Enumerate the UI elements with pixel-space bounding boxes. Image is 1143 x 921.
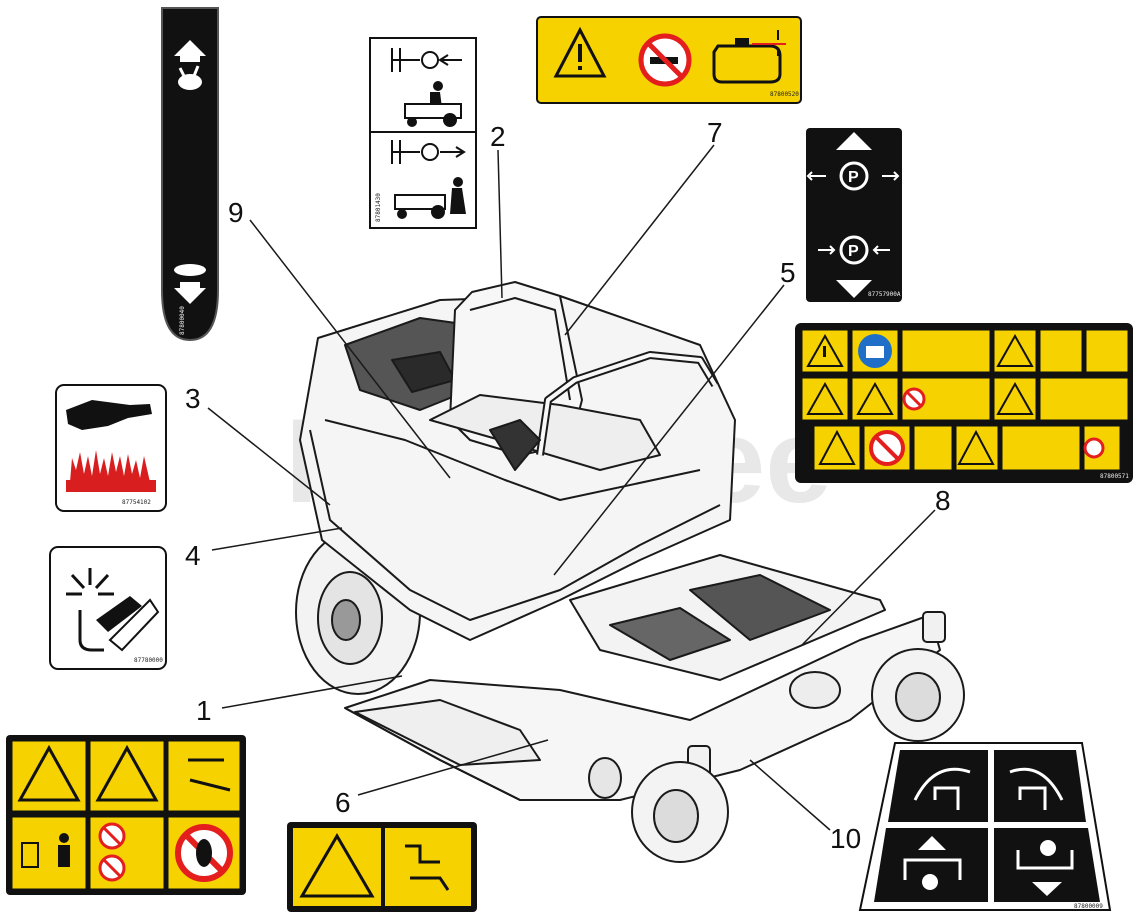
neutral-icon bbox=[1040, 840, 1056, 856]
decal-code: 87757900A bbox=[868, 291, 901, 298]
operator-off-mower-icon bbox=[394, 177, 466, 219]
callout-7: 7 bbox=[707, 117, 723, 148]
slope-warning-icon bbox=[996, 333, 1034, 367]
rotate-left-icon bbox=[1009, 767, 1064, 801]
front-caster-left bbox=[631, 745, 729, 863]
decal-code: 87800571 bbox=[1100, 473, 1129, 480]
pressure-burst-icon bbox=[66, 568, 114, 652]
decal-code: 87800520 bbox=[770, 91, 799, 98]
decal-code: 87800009 bbox=[1074, 903, 1103, 910]
callout-10: 10 bbox=[830, 823, 861, 854]
decal-fuel-warning: 87800520 bbox=[536, 16, 802, 104]
decal-hot-surface: 87754102 bbox=[55, 384, 167, 512]
reverse-icon bbox=[1016, 850, 1074, 870]
rotate-right-icon bbox=[913, 767, 971, 801]
arrow-down-icon bbox=[836, 280, 872, 298]
blade-hand-warning-icon bbox=[17, 744, 81, 802]
warning-triangle-icon bbox=[806, 333, 844, 367]
arrow-up-icon bbox=[174, 40, 206, 56]
rabbit-icon bbox=[178, 74, 202, 90]
turtle-icon bbox=[174, 264, 206, 276]
decal-fuel-cap-pressure: 87780000 bbox=[49, 546, 167, 670]
svg-text:P: P bbox=[848, 243, 859, 260]
decal-throttle-choke: 87800040 bbox=[161, 7, 219, 342]
callout-numbers: 1 2 3 4 5 6 7 8 9 10 bbox=[185, 117, 951, 854]
callout-1: 1 bbox=[196, 695, 212, 726]
mower-illustration bbox=[295, 281, 965, 863]
callout-5: 5 bbox=[780, 257, 796, 288]
blade-foot-warning-icon bbox=[95, 744, 159, 802]
decal-main-warning: 87800571 bbox=[795, 323, 1133, 483]
arrow-up-icon bbox=[836, 132, 872, 150]
decal-steering: 87800009 bbox=[858, 742, 1112, 911]
no-fire-icon bbox=[1083, 437, 1105, 459]
blade-warning-icon bbox=[299, 833, 375, 898]
arrow-down-icon bbox=[174, 288, 206, 304]
forward-icon bbox=[903, 858, 962, 880]
flames-icon bbox=[66, 450, 156, 492]
decal-deck-lift bbox=[287, 822, 477, 912]
decal-code: 87754102 bbox=[122, 499, 151, 506]
hand-on-cap-icon bbox=[108, 598, 160, 652]
remove-key-icon bbox=[188, 758, 231, 792]
decal-seat-switch: 87801430 bbox=[369, 37, 477, 229]
parking-brake-icon bbox=[839, 235, 869, 265]
callout-4: 4 bbox=[185, 540, 201, 571]
warning-triangle-icon bbox=[553, 26, 607, 78]
blade-warning-icon bbox=[818, 429, 856, 465]
svg-text:P: P bbox=[848, 169, 859, 186]
callout-9: 9 bbox=[228, 197, 244, 228]
callout-2: 2 bbox=[490, 121, 506, 152]
crush-warning-icon bbox=[806, 381, 844, 415]
callout-3: 3 bbox=[185, 383, 201, 414]
decal-code: 87780000 bbox=[134, 657, 163, 664]
neutral-icon bbox=[922, 874, 938, 890]
hand-icon bbox=[66, 400, 152, 430]
parking-brake-icon bbox=[839, 161, 869, 191]
rollover-warning-icon bbox=[856, 381, 894, 415]
lift-pedal-icon bbox=[405, 844, 450, 891]
keep-distance-icon bbox=[21, 842, 39, 868]
thrown-object-icon bbox=[996, 381, 1034, 415]
operator-on-mower-icon bbox=[404, 81, 462, 127]
leader-lines bbox=[207, 144, 936, 831]
callout-6: 6 bbox=[335, 787, 351, 818]
callout-8: 8 bbox=[935, 485, 951, 516]
front-caster-right bbox=[871, 611, 965, 742]
decal-code: 87801430 bbox=[375, 193, 382, 222]
decal-parking-brake: P P 87757900A bbox=[806, 128, 902, 302]
decal-deck-warning bbox=[6, 735, 246, 895]
decal-code: 87800040 bbox=[179, 306, 186, 335]
entanglement-icon bbox=[957, 429, 995, 465]
